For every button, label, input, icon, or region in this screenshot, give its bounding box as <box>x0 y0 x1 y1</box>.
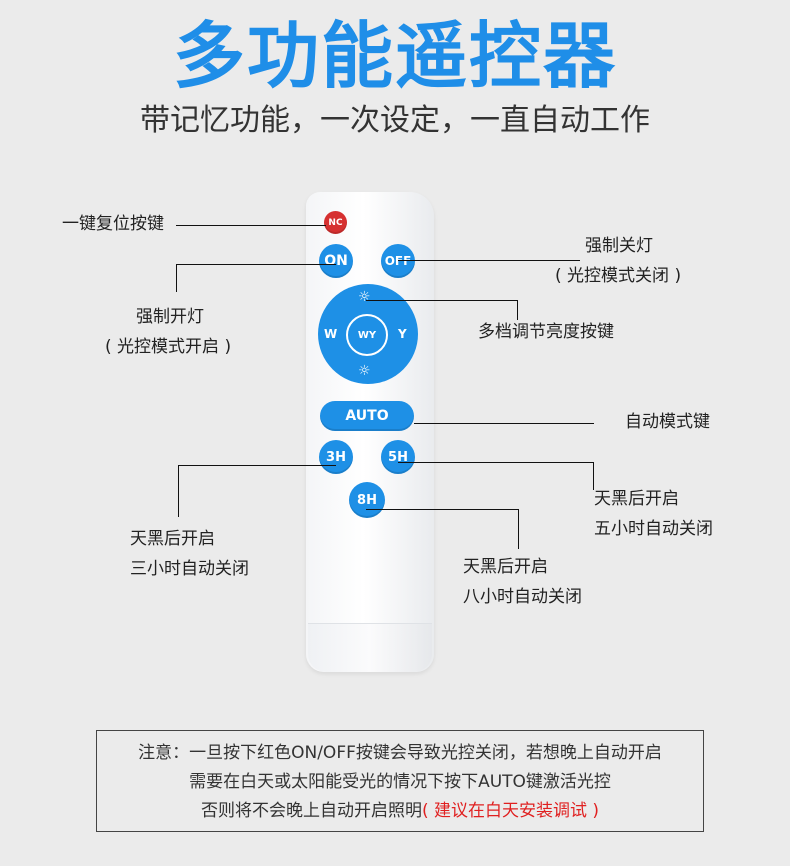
page-title: 多功能遥控器 <box>172 14 617 98</box>
nc-reset-button[interactable]: NC <box>324 211 347 234</box>
8h-label-line1: 天黑后开启 <box>463 557 548 577</box>
remote-bottom-cap <box>308 623 432 672</box>
brightness-label: 多档调节亮度按键 <box>478 322 614 342</box>
5h-timer-button[interactable]: 5H <box>381 440 415 474</box>
notice-line-3-main: 否则将不会晚上自动开启照明 <box>200 801 422 821</box>
brightness-callout-line-h <box>366 300 518 301</box>
8h-label-line2: 八小时自动关闭 <box>463 587 582 607</box>
force-off-label: 强制关灯 <box>585 236 653 256</box>
auto-button[interactable]: AUTO <box>320 401 414 431</box>
brightness-dial[interactable]: ☼ W WY Y ☼ <box>318 284 418 384</box>
on-callout-line-v <box>176 264 177 292</box>
dial-center-button[interactable]: WY <box>346 314 388 356</box>
brightness-callout-line-v <box>517 300 518 320</box>
dial-y-label[interactable]: Y <box>398 327 407 341</box>
3h-callout-line-v <box>178 465 179 517</box>
notice-box: 注意：一旦按下红色ON/OFF按键会导致光控关闭，若想晚上自动开启 需要在白天或… <box>96 730 704 832</box>
reset-label: 一键复位按键 <box>62 214 164 234</box>
off-button[interactable]: OFF <box>381 244 415 278</box>
reset-callout-line <box>176 225 326 226</box>
8h-callout-line-h <box>366 509 519 510</box>
5h-callout-line-v <box>593 462 594 490</box>
on-button[interactable]: ON <box>319 244 353 278</box>
5h-label-line2: 五小时自动关闭 <box>594 519 713 539</box>
3h-label-line2: 三小时自动关闭 <box>130 559 249 579</box>
3h-timer-button[interactable]: 3H <box>319 440 353 474</box>
notice-line-2: 需要在白天或太阳能受光的情况下按下AUTO键激活光控 <box>189 772 611 792</box>
8h-callout-line-v <box>518 509 519 549</box>
3h-callout-line-h <box>178 465 336 466</box>
5h-callout-line-h <box>398 462 594 463</box>
brightness-down-icon[interactable]: ☼ <box>358 363 371 379</box>
force-on-sub-label: ( 光控模式开启 ) <box>105 337 232 357</box>
notice-red-advice: ( 建议在白天安装调试 ) <box>421 801 600 821</box>
5h-label-line1: 天黑后开启 <box>594 489 679 509</box>
3h-label-line1: 天黑后开启 <box>130 529 215 549</box>
brightness-up-icon[interactable]: ☼ <box>358 289 371 305</box>
notice-line-3: 否则将不会晚上自动开启照明( 建议在白天安装调试 ) <box>97 798 703 824</box>
dial-w-label[interactable]: W <box>324 327 338 341</box>
force-on-label: 强制开灯 <box>136 307 204 327</box>
auto-callout-line <box>414 423 594 424</box>
page-subtitle: 带记忆功能，一次设定，一直自动工作 <box>140 103 650 138</box>
off-callout-line <box>398 260 580 261</box>
auto-mode-label: 自动模式键 <box>625 412 710 432</box>
8h-timer-button[interactable]: 8H <box>349 482 385 518</box>
on-callout-line-h <box>176 264 336 265</box>
force-off-sub-label: ( 光控模式关闭 ) <box>555 266 682 286</box>
notice-line-1: 注意：一旦按下红色ON/OFF按键会导致光控关闭，若想晚上自动开启 <box>138 743 662 763</box>
